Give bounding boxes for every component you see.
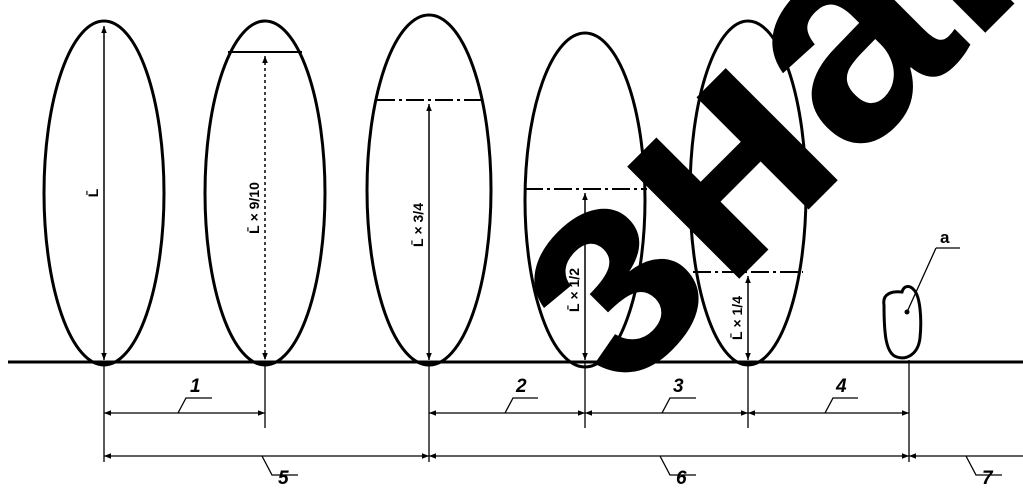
group-6-number: 6 bbox=[676, 468, 687, 488]
fragment-outline bbox=[882, 285, 923, 360]
grain-1-full-length: L̄ bbox=[42, 19, 166, 367]
group-7-number: 7 bbox=[982, 468, 994, 488]
grain-3-label: L̄ × 3/4 bbox=[409, 203, 426, 247]
group-6-leader bbox=[659, 455, 696, 476]
grain-outline bbox=[203, 19, 327, 367]
callout-label: a bbox=[940, 228, 950, 247]
grain-2-label: L̄ × 9/10 bbox=[245, 182, 262, 234]
zone-4-number: 4 bbox=[835, 376, 847, 397]
zone-dimensions bbox=[104, 397, 909, 416]
zone-1-number: 1 bbox=[190, 376, 201, 397]
zone-3-leader bbox=[661, 397, 696, 414]
grain-4-label: L̄ × 1/2 bbox=[565, 268, 582, 312]
group-7-leader bbox=[965, 455, 1002, 476]
group-5-leader bbox=[261, 455, 298, 476]
callout-leader bbox=[906, 247, 937, 313]
grain-5-label: L̄ × 1/4 bbox=[728, 296, 745, 340]
zone-3-number: 3 bbox=[673, 376, 684, 397]
zone-1-leader bbox=[177, 397, 212, 414]
grain-2-nine-tenths: L̄ × 9/10 bbox=[203, 19, 327, 367]
zone-2-leader bbox=[504, 397, 538, 414]
group-5-number: 5 bbox=[278, 468, 289, 488]
grain-fragment: a bbox=[882, 228, 960, 360]
zone-2-number: 2 bbox=[515, 376, 527, 397]
zone-4-leader bbox=[824, 397, 858, 414]
grain-1-label: L̄ bbox=[84, 188, 101, 197]
group-dimensions bbox=[104, 453, 1023, 476]
